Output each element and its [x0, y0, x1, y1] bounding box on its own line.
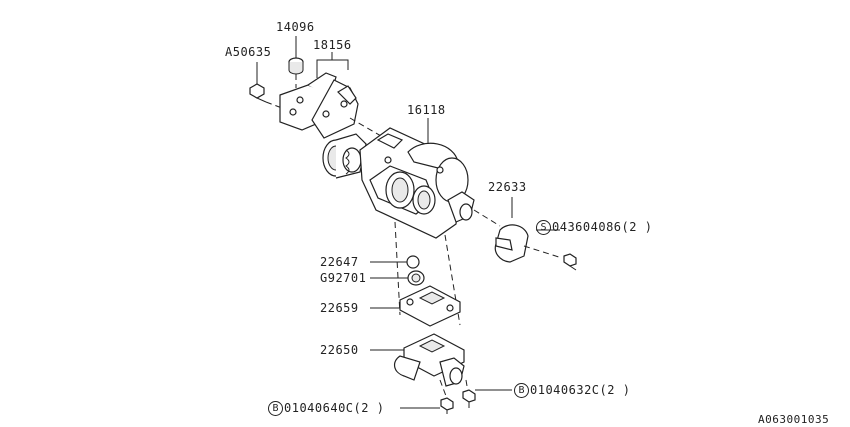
throttle-position-sensor-22633 — [473, 197, 577, 271]
rubber-cushion-14096 — [288, 36, 304, 88]
callout-22647: 22647 — [320, 255, 359, 269]
callout-22633: 22633 — [488, 180, 527, 194]
bracket-18156 — [279, 52, 389, 141]
s-badge-icon: S — [536, 220, 551, 235]
callout-b-bolt-right: 01040632C(2 ) — [530, 383, 631, 397]
callout-a50635: A50635 — [225, 45, 272, 59]
callout-22659: 22659 — [320, 301, 359, 315]
spacer-assembly — [394, 221, 461, 327]
b-badge-icon-left: B — [268, 401, 283, 416]
callout-g92701: G92701 — [320, 271, 367, 285]
bolts-b — [400, 389, 512, 414]
diagram-id: A063001035 — [758, 413, 830, 426]
b-badge-icon-right: B — [514, 383, 529, 398]
air-chamber-22650 — [393, 333, 469, 397]
callout-18156: 18156 — [313, 38, 352, 52]
callout-14096: 14096 — [276, 20, 315, 34]
throttle-body-16118 — [322, 118, 475, 239]
callout-16118: 16118 — [407, 103, 446, 117]
bolt-a50635 — [249, 62, 283, 109]
callout-22650: 22650 — [320, 343, 359, 357]
callout-s-bolt: 043604086(2 ) — [552, 220, 653, 234]
callout-b-bolt-left: 01040640C(2 ) — [284, 401, 385, 415]
